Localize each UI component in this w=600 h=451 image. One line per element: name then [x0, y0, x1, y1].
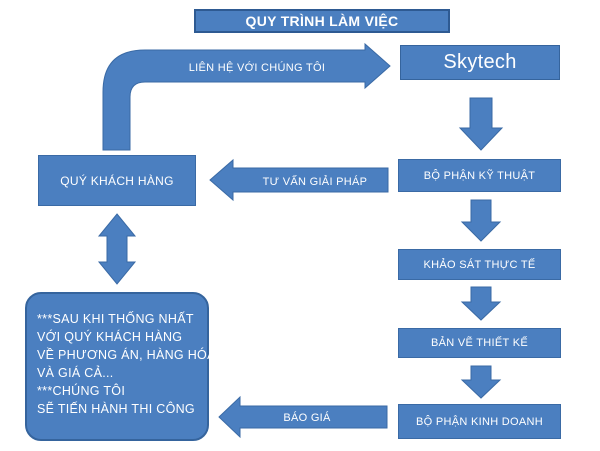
down-arrow-2 — [460, 199, 502, 242]
step-site-survey: KHẢO SÁT THỰC TẾ — [398, 249, 561, 280]
step-sales-department: BỘ PHẬN KINH DOANH — [398, 404, 561, 439]
quote-label: BÁO GIÁ — [283, 411, 331, 424]
note-line: VỚI QUÝ KHÁCH HÀNG — [37, 330, 183, 344]
step-design-drawing: BẢN VẼ THIẾT KẾ — [398, 328, 561, 358]
quote-arrow — [218, 395, 388, 439]
agreement-note: ***SAU KHI THỐNG NHẤT VỚI QUÝ KHÁCH HÀNG… — [25, 292, 216, 441]
advise-label: TƯ VẤN GIẢI PHÁP — [263, 175, 368, 188]
note-line: VỀ PHƯƠNG ÁN, HÀNG HÓA — [37, 348, 216, 362]
page-title: QUY TRÌNH LÀM VIỆC — [194, 9, 450, 33]
advise-arrow — [209, 158, 389, 202]
contact-label: LIÊN HỆ VỚI CHÚNG TÔI — [189, 61, 326, 74]
brand-box: Skytech — [400, 45, 560, 80]
note-line: SẼ TIẾN HÀNH THI CÔNG — [37, 402, 195, 416]
down-arrow-3 — [460, 286, 502, 321]
note-line: ***SAU KHI THỐNG NHẤT — [37, 312, 194, 326]
bidirectional-arrow — [97, 213, 137, 285]
note-line: ***CHÚNG TÔI — [37, 384, 126, 398]
contact-arrow — [102, 42, 391, 151]
down-arrow-4 — [460, 365, 502, 399]
customer-box: QUÝ KHÁCH HÀNG — [38, 155, 196, 206]
down-arrow-1 — [458, 97, 504, 151]
note-line: VÀ GIÁ CẢ... — [37, 366, 114, 380]
step-tech-department: BỘ PHẬN KỸ THUẬT — [398, 159, 561, 192]
